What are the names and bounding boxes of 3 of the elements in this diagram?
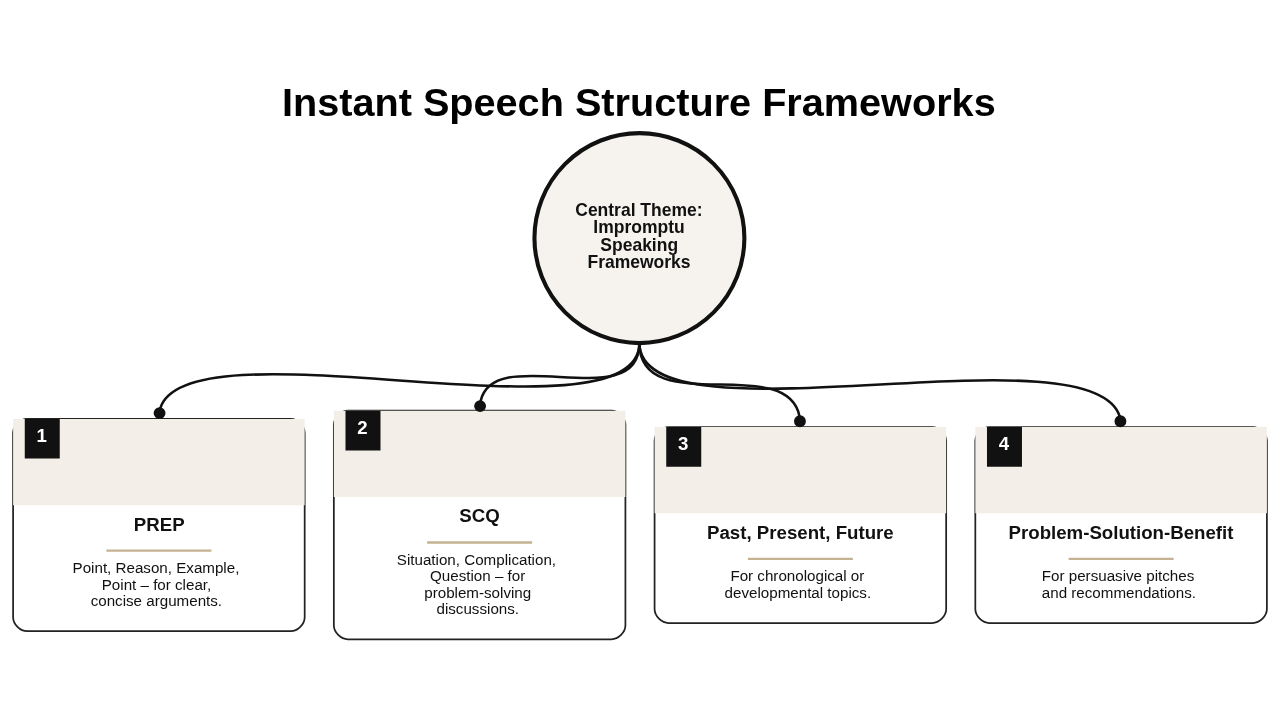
connector xyxy=(638,342,1127,428)
diagram-title: Instant Speech Structure Frameworks xyxy=(281,79,996,124)
node-circle: Central Theme: Impromptu Speaking Frameworks xyxy=(532,131,747,346)
